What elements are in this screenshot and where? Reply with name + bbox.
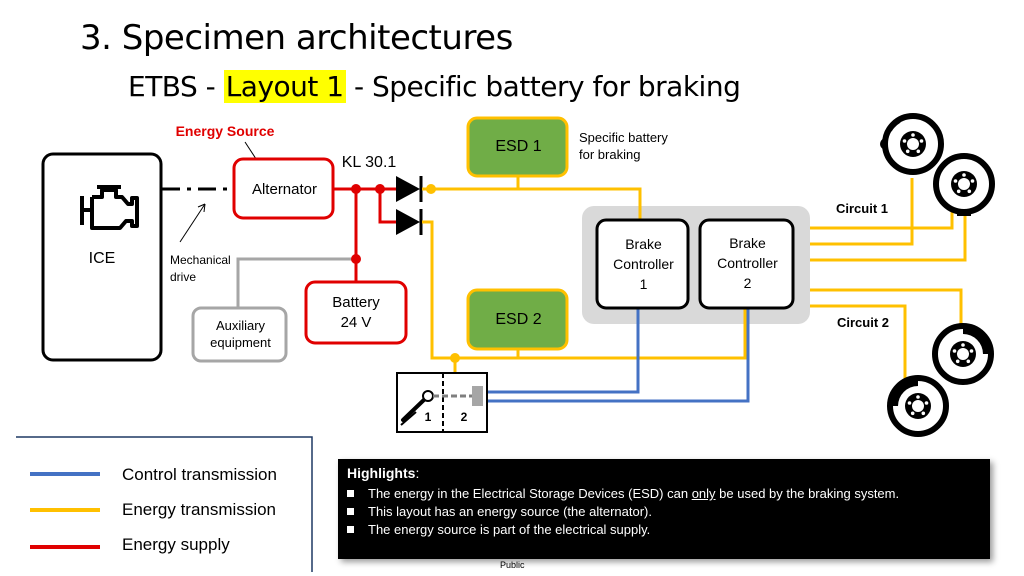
mechanical-drive-line-1: Mechanical <box>170 253 231 267</box>
junction-dot <box>450 353 460 363</box>
control-wire-1 <box>483 308 640 394</box>
highlights-box: Highlights: The energy in the Electrical… <box>338 459 990 559</box>
pedal-position-1: 1 <box>424 410 432 424</box>
alternator-label: Alternator <box>251 181 318 198</box>
auxiliary-label-line-2: equipment <box>210 335 271 350</box>
brake-controller-1-box <box>595 218 690 310</box>
page-subtitle: ETBS - Layout 1 - Specific battery for b… <box>128 70 741 103</box>
circuit-2-label: Circuit 2 <box>836 315 889 330</box>
specific-battery-label: Specific battery for braking <box>579 129 689 163</box>
highlight-item: This layout has an energy source (the al… <box>347 503 899 521</box>
battery-label-line-1: Battery <box>332 294 380 311</box>
energy-source-label: Energy Source <box>175 123 275 139</box>
alternator-box <box>232 157 335 220</box>
highlight-text: This layout has an energy source (the al… <box>368 504 652 519</box>
battery-label: Battery 24 V <box>306 293 406 333</box>
subtitle-prefix: ETBS - <box>128 70 224 103</box>
junction-dot <box>375 184 385 194</box>
highlight-text: The energy in the Electrical Storage Dev… <box>368 486 692 501</box>
circuit1-wire-b <box>810 178 914 246</box>
highlight-item: The energy in the Electrical Storage Dev… <box>347 485 899 503</box>
brake-controller-2-box <box>698 218 795 310</box>
highlights-title: Highlights <box>347 465 416 481</box>
pedal-position-2: 2 <box>460 410 468 424</box>
bc2-line-3: 2 <box>743 275 752 291</box>
engine-icon <box>80 185 139 230</box>
highlights-heading: Highlights: <box>347 465 419 481</box>
ice-label: ICE <box>88 250 116 267</box>
circuit-1-label: Circuit 1 <box>835 201 888 216</box>
highlights-colon: : <box>415 465 420 481</box>
mechanical-drive-arrow <box>179 203 206 243</box>
auxiliary-wire <box>236 257 356 308</box>
bc2-line-2: Controller <box>717 255 778 271</box>
brake-disc-icon <box>880 113 944 175</box>
legend-energy-label: Energy transmission <box>122 500 277 519</box>
highlights-list: The energy in the Electrical Storage Dev… <box>347 485 899 539</box>
junction-dot <box>426 184 436 194</box>
esd2-label: ESD 2 <box>495 311 542 328</box>
highlight-text: be used by the braking system. <box>715 486 900 501</box>
legend-supply-label: Energy supply <box>122 535 230 554</box>
mechanical-drive-label: Mechanical drive <box>170 252 240 286</box>
circuit1-wire-c <box>810 212 967 262</box>
subtitle-highlight: Layout 1 <box>223 70 346 103</box>
classification-footer: Public <box>500 560 525 570</box>
bullet-icon <box>347 490 354 497</box>
auxiliary-label-line-1: Auxiliary <box>215 318 266 333</box>
brake-disc-icon <box>887 375 949 437</box>
circuit1-wire-a <box>810 212 954 230</box>
bullet-icon <box>347 526 354 533</box>
auxiliary-box <box>191 306 288 363</box>
supply-wire-branch <box>378 189 396 224</box>
control-wire-2 <box>483 307 750 403</box>
brake-pedal-icon <box>400 386 483 426</box>
circuit2-wire-b <box>810 304 907 380</box>
energy-wire-esd2 <box>422 220 747 360</box>
diode-icon <box>396 209 423 235</box>
energy-wire-esd1 <box>422 187 642 222</box>
battery-label-line-2: 24 V <box>340 314 372 331</box>
esd1-box <box>466 116 569 178</box>
legend-frame <box>16 436 313 572</box>
battery-box <box>304 280 408 345</box>
bc1-line-2: Controller <box>613 256 674 272</box>
page-title: 3. Specimen architectures <box>80 18 513 58</box>
bc1-line-3: 1 <box>639 276 648 292</box>
legend-control-label: Control transmission <box>122 465 277 484</box>
bc2-line-1: Brake <box>729 235 766 251</box>
specific-battery-line-2: for braking <box>579 147 641 162</box>
brake-disc-icon <box>933 153 995 216</box>
diode-icon <box>396 176 423 202</box>
esd2-box <box>466 288 569 351</box>
bc1-line-1: Brake <box>625 236 662 252</box>
esd1-label: ESD 1 <box>495 138 542 155</box>
highlight-emphasis: only <box>691 486 716 501</box>
mechanical-drive-line-2: drive <box>170 270 197 284</box>
bullet-icon <box>347 508 354 515</box>
highlight-text: The energy source is part of the electri… <box>368 522 651 537</box>
auxiliary-label: Auxiliary equipment <box>193 317 288 351</box>
specific-battery-line-1: Specific battery <box>579 130 668 145</box>
brake-disc-icon <box>932 323 994 385</box>
junction-dot <box>351 184 361 194</box>
subtitle-suffix: - Specific battery for braking <box>345 70 741 103</box>
highlight-item: The energy source is part of the electri… <box>347 521 899 539</box>
kl-label: KL 30.1 <box>341 154 397 171</box>
junction-dot <box>351 254 361 264</box>
